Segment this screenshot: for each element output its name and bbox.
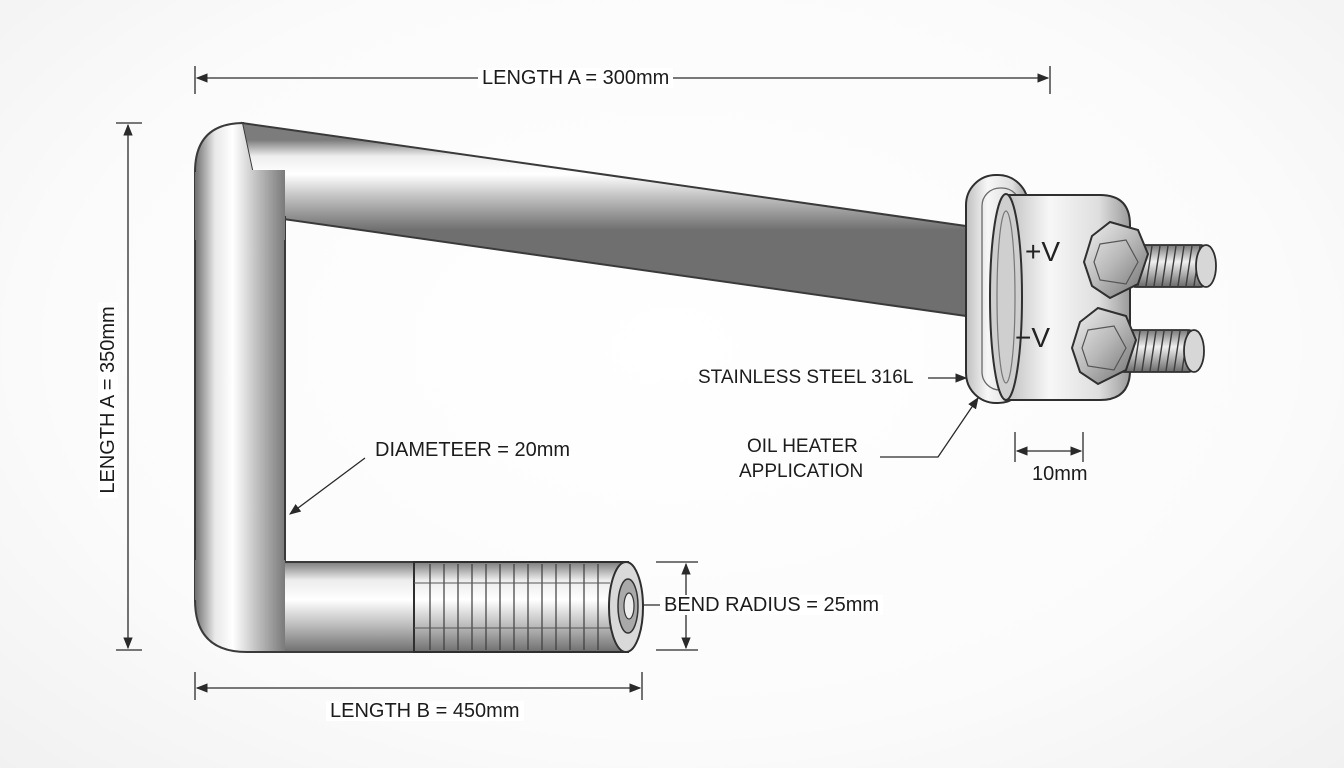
tube-bottom-bend: [195, 560, 285, 652]
application-label-line1: OIL HEATER: [747, 436, 858, 457]
dimension-terminal-gap: [1014, 432, 1084, 462]
negative-terminal-label: −V: [1015, 322, 1051, 353]
heater-tube: [194, 121, 981, 653]
leader-application: [880, 397, 979, 458]
dimension-length-b: [194, 672, 643, 700]
diameter-label: DIAMETEER = 20mm: [375, 439, 571, 461]
negative-terminal-stud: [1070, 306, 1205, 386]
leader-diameter: [289, 457, 366, 515]
dimension-length-a-side: [116, 122, 142, 651]
length-b-label: LENGTH B = 450mm: [326, 701, 524, 721]
positive-terminal-stud: [1082, 220, 1217, 300]
material-label: STAINLESS STEEL 316L: [698, 367, 914, 388]
length-a-top-label: LENGTH A = 300mm: [478, 68, 674, 88]
positive-terminal-label: +V: [1025, 236, 1061, 267]
application-label-line2: APPLICATION: [739, 461, 864, 482]
terminal-gap-label: 10mm: [1032, 463, 1088, 485]
tube-top-bend: [195, 123, 285, 240]
knurled-end-fitting: [413, 561, 644, 653]
terminal-head: [965, 174, 1217, 404]
length-a-side-label: LENGTH A = 350mm: [97, 302, 119, 498]
tube-top-section: [240, 121, 981, 320]
tube-vertical-section: [195, 170, 285, 602]
bend-radius-label: BEND RADIUS = 25mm: [660, 595, 884, 615]
